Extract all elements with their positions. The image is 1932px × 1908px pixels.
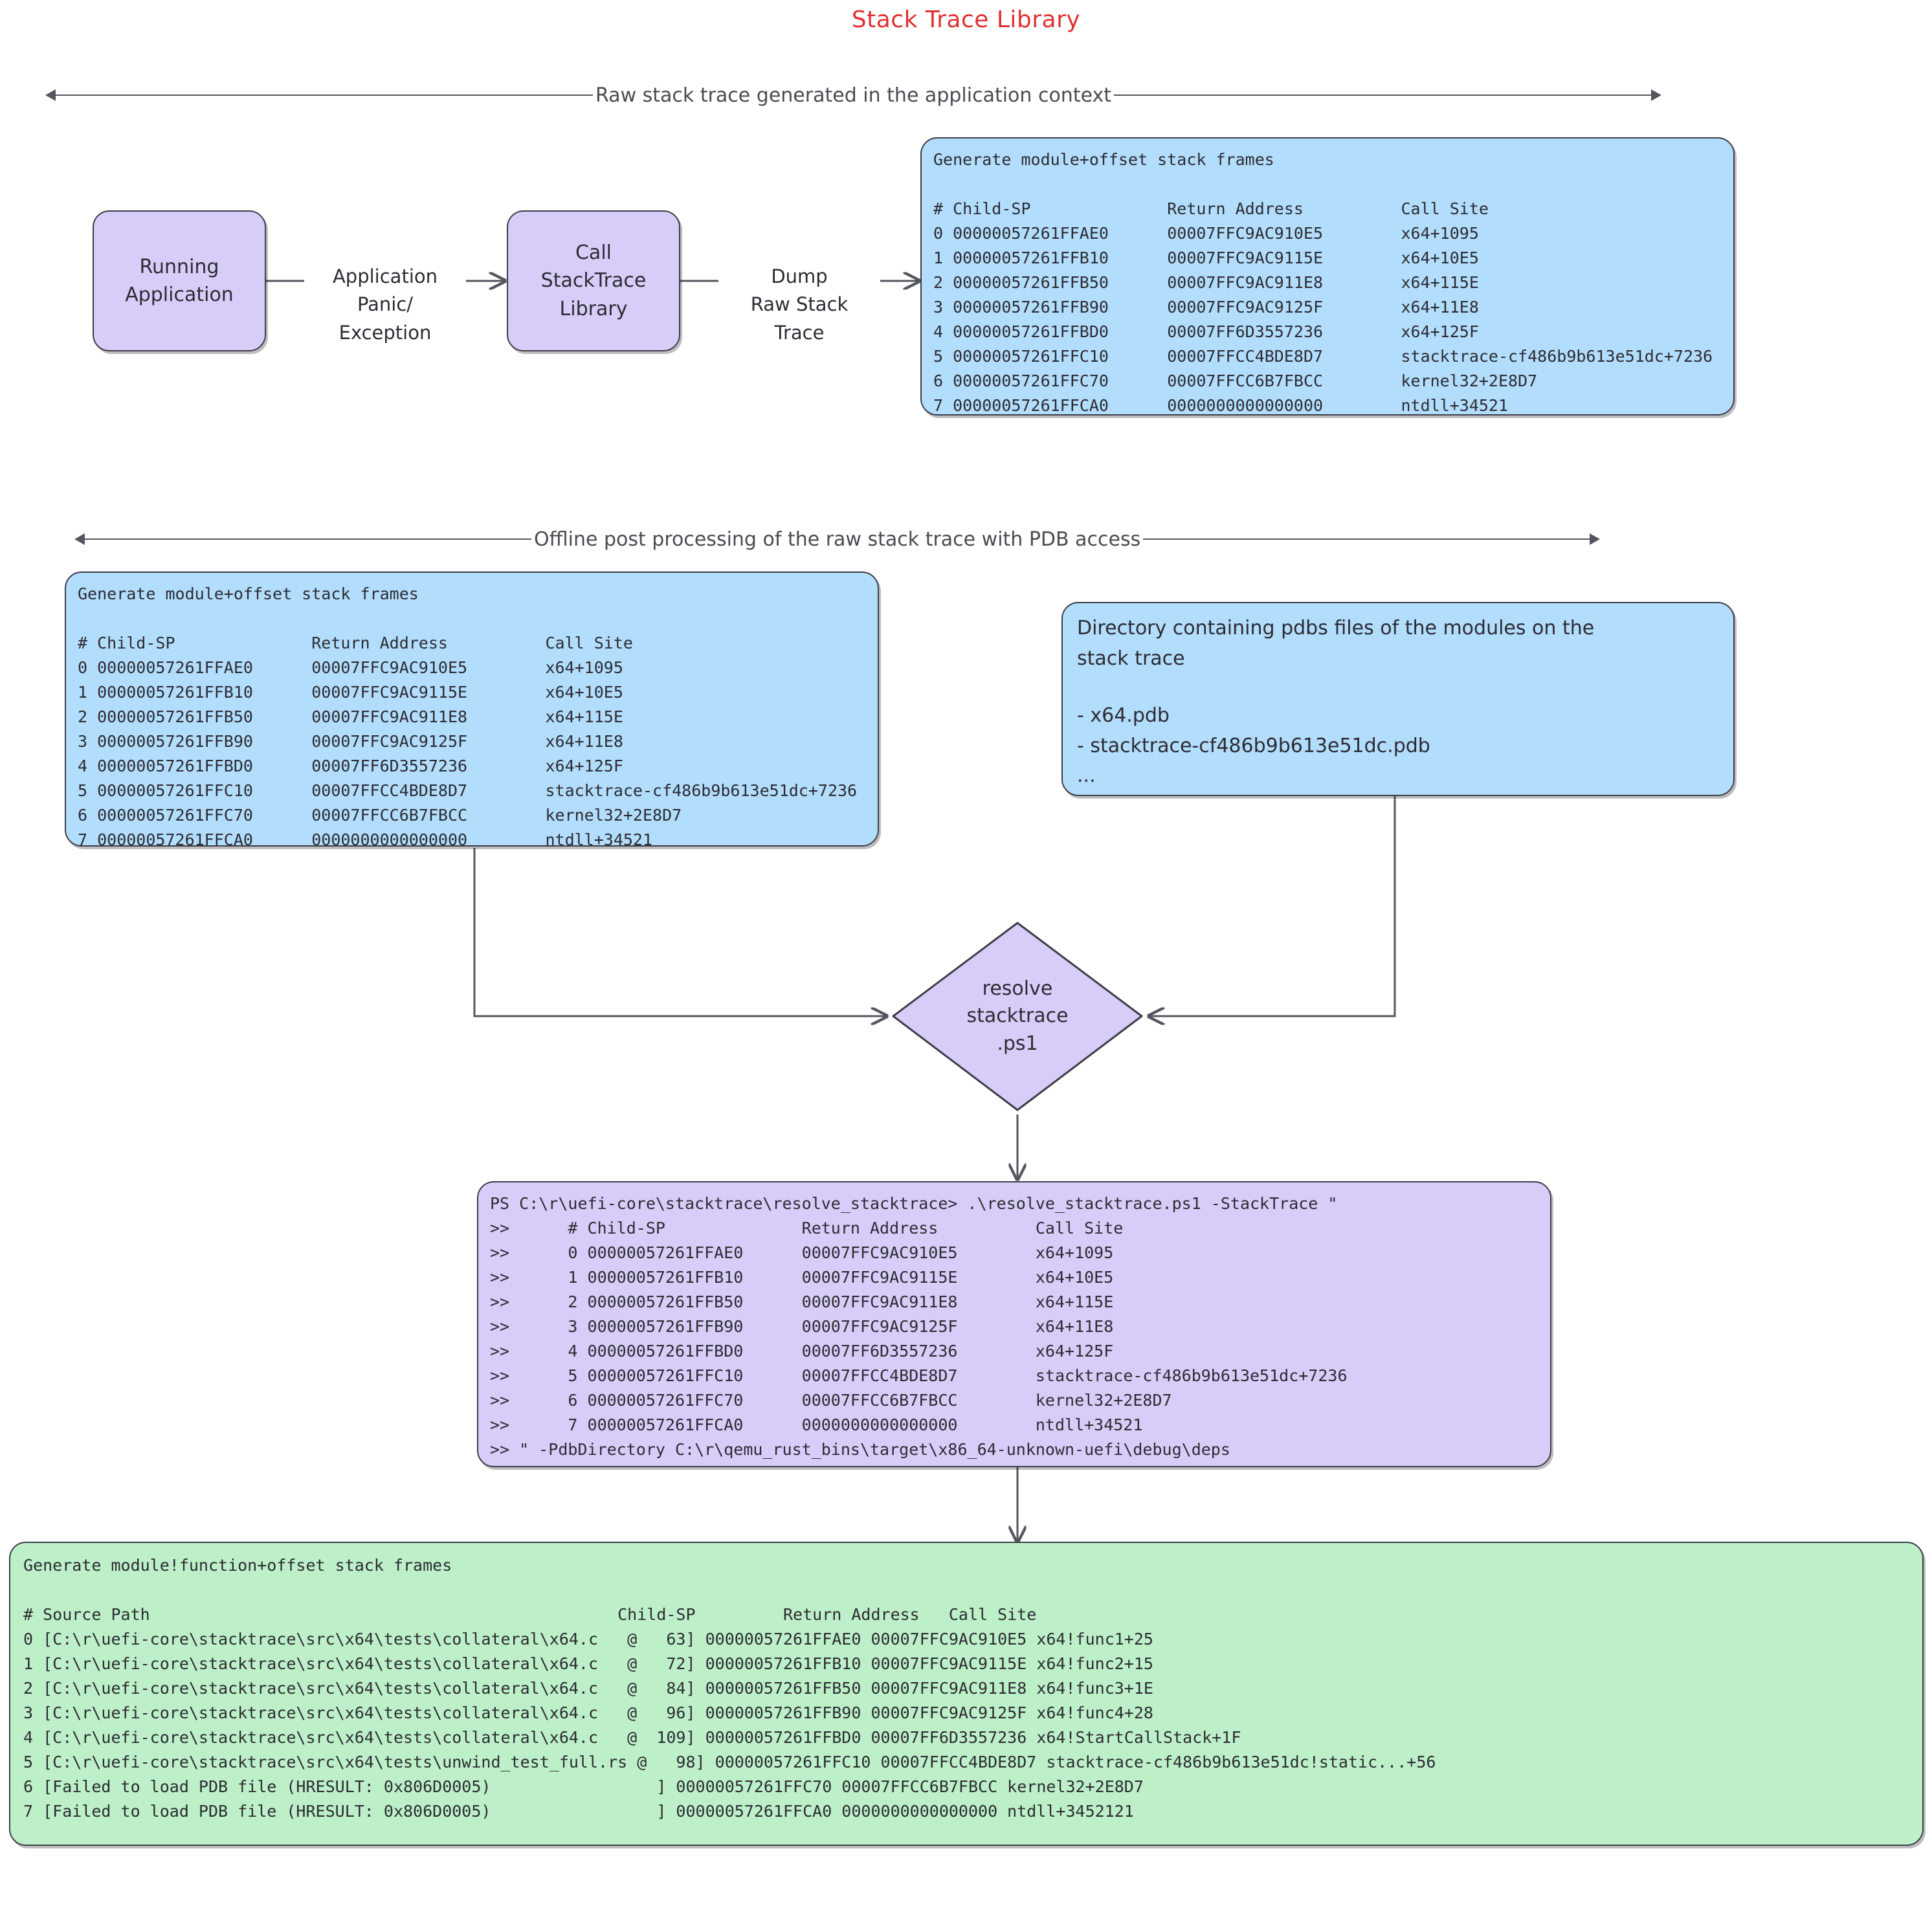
raw-trace-columns: # Child-SP Return Address Call Site — [933, 199, 1489, 218]
pdb-file-item: - stacktrace-cf486b9b613e51dc.pdb — [1077, 734, 1430, 757]
section-divider-top: Raw stack trace generated in the applica… — [45, 80, 1728, 110]
section-label-bottom: Offline post processing of the raw stack… — [534, 527, 1141, 551]
divider2-arrow-right — [1590, 533, 1601, 545]
raw-trace-rows: 0 00000057261FFAE0 00007FFC9AC910E5 x64+… — [933, 224, 1713, 415]
raw-trace-box-top[interactable]: Generate module+offset stack frames # Ch… — [920, 137, 1735, 416]
divider-line-right — [1114, 94, 1652, 96]
raw-trace2-rows: 0 00000057261FFAE0 00007FFC9AC910E5 x64+… — [78, 658, 858, 849]
resolved-rows: 0 [C:\r\uefi-core\stacktrace\src\x64\tes… — [23, 1630, 1436, 1821]
node-call-stacktrace-library[interactable]: Call StackTrace Library — [507, 210, 680, 351]
resolved-spacer — [23, 1578, 1909, 1603]
diamond-label: resolve stacktrace .ps1 — [888, 918, 1147, 1115]
pdb-dir-ellipsis: ... — [1077, 764, 1096, 787]
section-divider-bottom: Offline post processing of the raw stack… — [74, 524, 1731, 554]
node-resolve-stacktrace-ps1[interactable]: resolve stacktrace .ps1 — [888, 918, 1147, 1115]
diamond-label-line2: stacktrace — [966, 1004, 1069, 1028]
edge-label-app-to-library-text: Application Panic/ Exception — [332, 265, 438, 344]
powershell-lines: PS C:\r\uefi-core\stacktrace\resolve_sta… — [490, 1194, 1348, 1459]
resolved-trace-box[interactable]: Generate module!function+offset stack fr… — [9, 1542, 1924, 1846]
section-label-top: Raw stack trace generated in the applica… — [595, 83, 1112, 107]
edge-label-library-to-trace-text: Dump Raw Stack Trace — [750, 265, 849, 344]
divider-arrow-left — [45, 89, 56, 101]
resolved-columns: # Source Path Child-SP Return Address Ca… — [23, 1605, 1037, 1624]
raw-trace-header: Generate module+offset stack frames — [933, 150, 1274, 169]
resolved-header: Generate module!function+offset stack fr… — [23, 1556, 452, 1575]
node-call-stacktrace-library-label: Call StackTrace Library — [540, 241, 647, 320]
pdb-dir-line1: Directory containing pdbs files of the m… — [1077, 617, 1595, 639]
diamond-shape — [892, 922, 1143, 1111]
raw-trace2-columns: # Child-SP Return Address Call Site — [78, 634, 633, 652]
pdb-dir-line2: stack trace — [1077, 647, 1185, 670]
raw-trace2-spacer — [78, 606, 866, 631]
divider-arrow-right — [1651, 89, 1662, 101]
pdb-file-item: - x64.pdb — [1077, 704, 1170, 727]
diamond-label-line1: resolve — [982, 977, 1053, 1000]
pdb-dir-gap — [1077, 674, 1719, 701]
divider2-arrow-left — [74, 533, 85, 545]
node-running-application[interactable]: Running Application — [93, 210, 266, 351]
raw-trace-spacer — [933, 172, 1722, 197]
edge-label-library-to-trace: Dump Raw Stack Trace — [718, 234, 880, 347]
page-title: Stack Trace Library — [851, 6, 1081, 33]
powershell-command-box[interactable]: PS C:\r\uefi-core\stacktrace\resolve_sta… — [477, 1181, 1551, 1467]
diamond-label-line3: .ps1 — [997, 1032, 1038, 1055]
divider-line-left — [56, 94, 593, 96]
divider2-line-right — [1143, 538, 1590, 540]
edge-label-app-to-library: Application Panic/ Exception — [304, 234, 466, 347]
divider2-line-left — [85, 538, 531, 540]
node-running-application-label: Running Application — [125, 255, 234, 307]
raw-trace2-header: Generate module+offset stack frames — [78, 584, 419, 603]
raw-trace-box-bottom[interactable]: Generate module+offset stack frames # Ch… — [65, 571, 879, 849]
pdb-directory-box[interactable]: Directory containing pdbs files of the m… — [1061, 602, 1735, 796]
